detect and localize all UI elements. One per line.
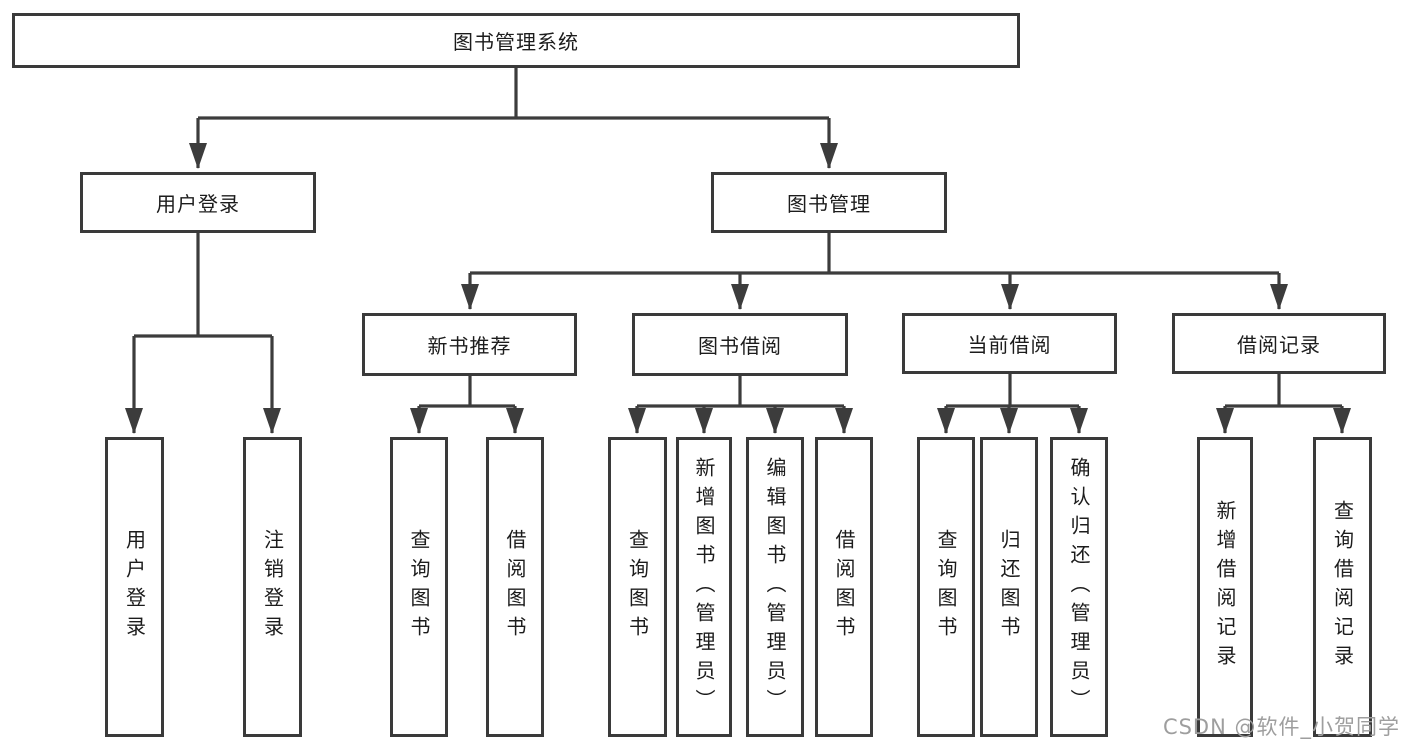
leaf-label: 查询图书 [934,529,958,645]
leaf-query-books-current: 查询图书 [917,437,975,737]
leaf-label: 借阅图书 [832,529,856,645]
node-label: 借阅记录 [1237,333,1321,357]
leaf-logout: 注销登录 [243,437,302,737]
leaf-label: 查询借阅记录 [1330,500,1355,674]
node-label: 图书管理 [787,192,871,216]
leaf-confirm-return-admin: 确认归还（管理员） [1050,437,1108,737]
leaf-return-books: 归还图书 [980,437,1038,737]
node-label: 当前借阅 [967,333,1052,357]
node-label: 新书推荐 [427,334,512,358]
leaf-query-borrow-record: 查询借阅记录 [1313,437,1372,737]
node-library-management-system: 图书管理系统 [12,13,1020,68]
leaf-add-books-admin: 新增图书（管理员） [676,437,732,737]
leaf-query-books-borrowing: 查询图书 [608,437,667,737]
leaf-borrow-books-recommend: 借阅图书 [486,437,544,737]
node-new-book-recommend: 新书推荐 [362,313,577,376]
node-book-borrowing: 图书借阅 [632,313,848,376]
leaf-label: 借阅图书 [503,529,527,645]
leaf-query-books-recommend: 查询图书 [390,437,448,737]
leaf-label: 查询图书 [407,529,431,645]
leaf-label: 查询图书 [625,529,650,645]
leaf-label: 编辑图书（管理员） [763,456,787,718]
leaf-label: 用户登录 [122,529,147,645]
leaf-add-borrow-record: 新增借阅记录 [1197,437,1253,737]
leaf-label: 归还图书 [997,529,1021,645]
node-book-management: 图书管理 [711,172,947,233]
node-label: 用户登录 [156,192,240,216]
leaf-label: 注销登录 [260,529,285,645]
leaf-label: 确认归还（管理员） [1067,456,1091,718]
csdn-watermark: CSDN @软件_小贺同学 [1162,715,1400,739]
node-current-borrowing: 当前借阅 [902,313,1117,374]
node-label: 图书管理系统 [453,30,579,54]
leaf-user-login: 用户登录 [105,437,164,737]
node-user-login: 用户登录 [80,172,316,233]
node-borrow-records: 借阅记录 [1172,313,1386,374]
leaf-label: 新增图书（管理员） [692,456,716,718]
leaf-borrow-books: 借阅图书 [815,437,873,737]
node-label: 图书借阅 [698,334,782,358]
leaf-label: 新增借阅记录 [1213,500,1237,674]
leaf-edit-books-admin: 编辑图书（管理员） [746,437,804,737]
